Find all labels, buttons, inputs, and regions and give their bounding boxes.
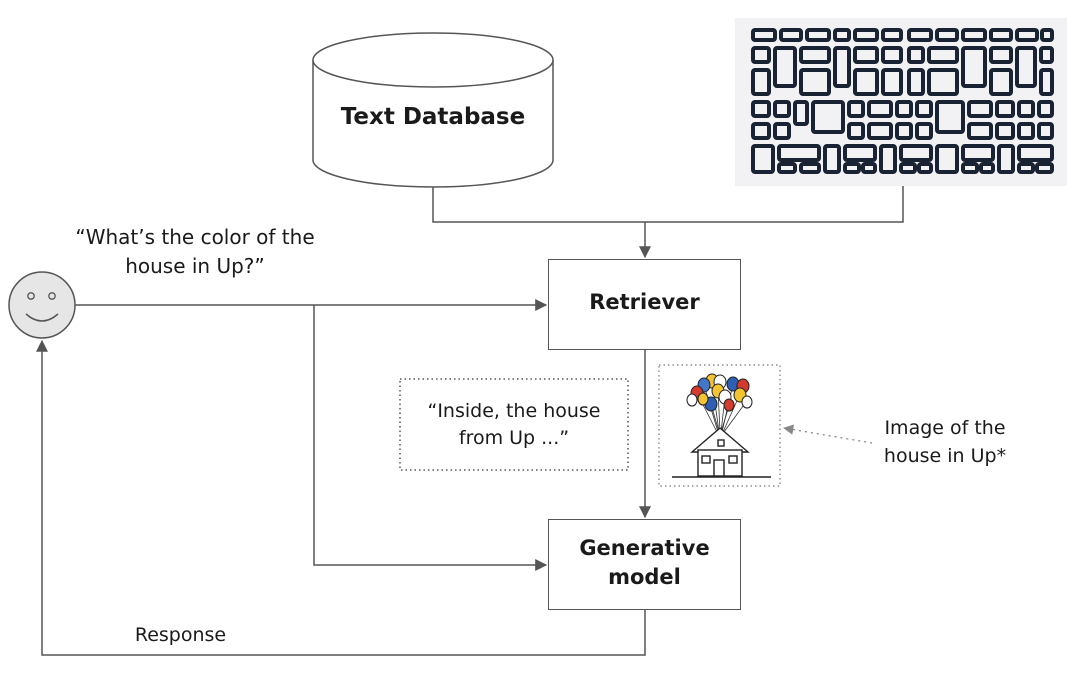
image-caption: Image of the house in Up* [883,417,1007,467]
retriever-box [548,259,741,350]
response-arrow [36,339,646,656]
text-database-cylinder [312,32,554,188]
house-balloons-image [658,364,781,487]
generative-model-label: Generative model [579,536,710,589]
database-connector [432,186,904,259]
text-database-label: Text Database [340,104,526,130]
retriever-label: Retriever [589,290,700,314]
image-database-icon [735,18,1067,186]
retrieved-text-label: “Inside, the house from Up ...” [427,400,601,449]
user-question: “What’s the color of the house in Up?” [75,225,315,278]
response-label: Response [134,624,227,646]
retrieved-text-box [399,378,629,471]
generative-model-box [548,519,741,610]
query-arrows [75,299,548,571]
user-face-icon [8,271,76,339]
image-caption-arrow [782,424,873,444]
